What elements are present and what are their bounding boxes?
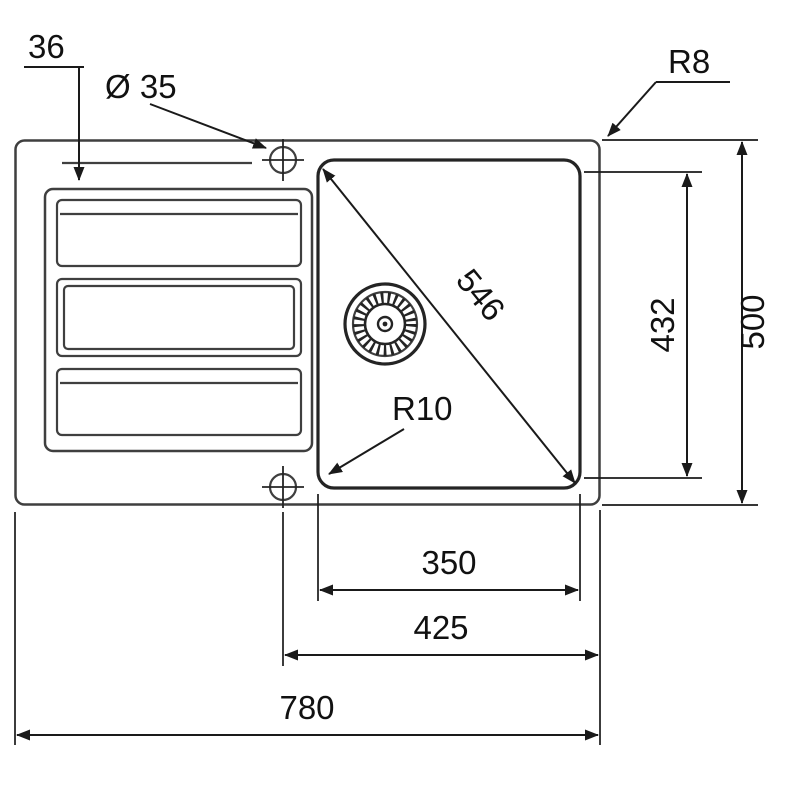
dim-bowl-corner-radius-leader: [328, 428, 405, 475]
dim-tap-hole-diameter: Ø 35: [105, 68, 267, 149]
dim-bowl-diagonal-label: 546: [449, 262, 512, 328]
drainer-slat-1: [55, 198, 303, 268]
drainer-panel: [43, 187, 314, 453]
drainer-slat-2: [55, 277, 303, 358]
tap-hole-top: [262, 139, 304, 181]
dim-tap-hole-diameter-leader: [149, 103, 267, 149]
drain-strainer: [343, 282, 427, 366]
dim-bowl-width: 350: [317, 494, 581, 601]
dim-rim-offset: 36: [24, 28, 85, 181]
dim-bowl-diagonal-line: [322, 168, 576, 484]
dim-outer-corner-radius-leader: [607, 81, 657, 137]
drainer-slat-3: [55, 367, 303, 437]
drain-center-dot: [382, 321, 388, 327]
bowl: [316, 158, 582, 490]
dim-bowl-corner-radius-label: R10: [392, 390, 453, 427]
dim-bowl-center-offset-label: 425: [413, 609, 468, 646]
dim-overall-width: 780: [14, 512, 599, 745]
dim-outer-corner-radius-label: R8: [668, 43, 710, 80]
dim-bowl-corner-radius: R10: [328, 390, 453, 475]
dim-bowl-center-offset: 425: [282, 510, 601, 745]
dim-bowl-length: 432: [584, 171, 702, 479]
dim-tap-hole-diameter-label: Ø 35: [105, 68, 177, 105]
sink-body: [14, 139, 601, 506]
dim-rim-offset-label: 36: [28, 28, 65, 65]
dim-overall-depth: 500: [602, 139, 771, 506]
tap-hole-bottom: [262, 466, 304, 508]
dim-overall-width-label: 780: [279, 689, 334, 726]
drainer-outline: [43, 187, 314, 453]
sink-outline: [14, 139, 601, 506]
dim-bowl-length-label: 432: [644, 297, 681, 352]
drainer-slat-2-inner: [62, 284, 296, 351]
dim-overall-depth-label: 500: [734, 294, 771, 349]
bowl-outline: [316, 158, 582, 490]
dim-bowl-width-label: 350: [421, 544, 476, 581]
dim-outer-corner-radius: R8: [607, 43, 730, 137]
